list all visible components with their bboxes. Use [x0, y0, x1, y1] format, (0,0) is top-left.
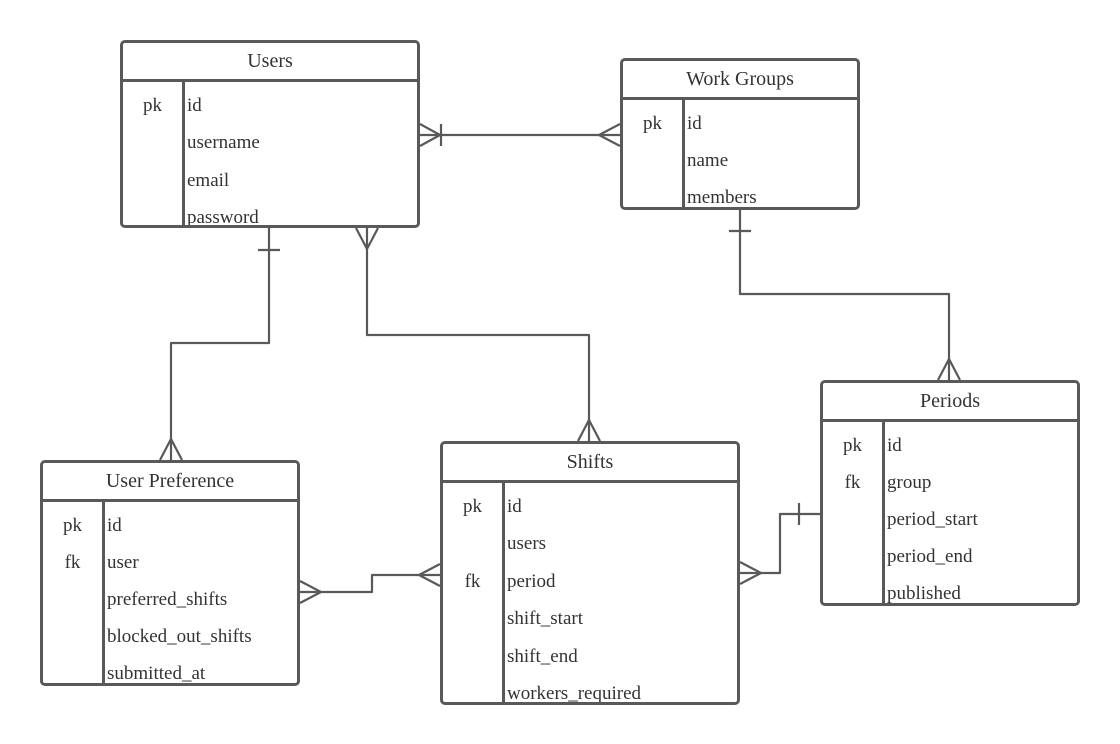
field-name: id — [187, 94, 202, 116]
field-name: shift_end — [507, 645, 578, 667]
field-name: id — [687, 112, 702, 134]
key-column-divider — [623, 100, 685, 207]
entity-row[interactable]: shift_start — [443, 601, 737, 639]
entity-body: pk id name members — [623, 100, 857, 208]
crows-foot-down-icon — [159, 437, 183, 461]
entity-row[interactable]: pk id — [623, 105, 857, 142]
field-name: username — [187, 132, 260, 154]
entity-row[interactable]: shift_end — [443, 638, 737, 676]
key-column-divider — [123, 82, 185, 225]
key-label: pk — [643, 112, 662, 134]
crows-foot-up-icon — [355, 227, 379, 251]
entity-row[interactable]: username — [123, 125, 417, 163]
key-label: fk — [64, 551, 81, 573]
entity-body: pk id fk group period_start period_end p… — [823, 422, 1077, 604]
field-name: user — [107, 551, 139, 573]
entity-row[interactable]: pk id — [823, 427, 1077, 464]
field-name: preferred_shifts — [107, 588, 228, 610]
key-label: pk — [63, 514, 82, 536]
entity-users[interactable]: Users pk id username email password — [120, 40, 420, 228]
field-name: blocked_out_shifts — [107, 625, 252, 647]
field-name: password — [187, 207, 259, 228]
entity-row[interactable]: period_start — [823, 501, 1077, 538]
field-name: workers_required — [507, 683, 642, 705]
rel-userpreference-shifts[interactable] — [299, 563, 441, 604]
rel-shifts-periods[interactable] — [739, 503, 820, 585]
entity-row[interactable]: pk id — [43, 507, 297, 544]
field-name: email — [187, 169, 230, 191]
entity-body: pk id fk user preferred_shifts blocked_o… — [43, 502, 297, 684]
entity-body: pk id username email password — [123, 82, 417, 228]
field-name: users — [507, 533, 547, 555]
rel-users-workgroups[interactable] — [419, 123, 621, 147]
crows-foot-right-icon — [417, 563, 441, 587]
entity-user-preference[interactable]: User Preference pk id fk user preferred_… — [40, 460, 300, 686]
entity-title: Work Groups — [623, 61, 857, 100]
entity-row[interactable]: fk period — [443, 563, 737, 601]
rel-userpreference-shifts-line — [300, 573, 440, 594]
entity-work-groups[interactable]: Work Groups pk id name members — [620, 58, 860, 210]
entity-row[interactable]: blocked_out_shifts — [43, 618, 297, 655]
field-name: period_start — [887, 508, 978, 530]
key-column-divider — [443, 483, 505, 702]
key-label: pk — [143, 94, 162, 116]
entity-shifts[interactable]: Shifts pk id users fk period shift_start… — [440, 441, 740, 705]
entity-row[interactable]: period_end — [823, 538, 1077, 575]
key-label: pk — [463, 495, 482, 517]
entity-title: Shifts — [443, 444, 737, 483]
entity-row[interactable]: password — [123, 200, 417, 228]
field-name: id — [507, 495, 522, 517]
entity-periods[interactable]: Periods pk id fk group period_start peri… — [820, 380, 1080, 606]
entity-title: Periods — [823, 383, 1077, 422]
entity-row[interactable]: workers_required — [443, 676, 737, 705]
key-label: pk — [843, 434, 862, 456]
entity-row[interactable]: fk group — [823, 464, 1077, 501]
rel-workgroups-periods-line — [738, 210, 951, 380]
key-column-divider — [43, 502, 105, 683]
rel-users-shifts[interactable] — [355, 227, 601, 442]
entity-row[interactable]: name — [623, 142, 857, 179]
crows-foot-left-icon — [739, 561, 763, 585]
field-name: members — [687, 186, 757, 208]
key-column-divider — [823, 422, 885, 603]
field-name: published — [887, 582, 961, 604]
field-name: shift_start — [507, 608, 583, 630]
field-name: name — [687, 149, 729, 171]
field-name: period — [507, 570, 556, 592]
field-name: submitted_at — [107, 662, 206, 684]
entity-body: pk id users fk period shift_start shift_… — [443, 483, 737, 705]
rel-users-userpreference-line — [169, 228, 271, 460]
crows-foot-down-icon — [937, 357, 961, 381]
entity-row[interactable]: users — [443, 526, 737, 564]
entity-row[interactable]: submitted_at — [43, 655, 297, 684]
entity-row[interactable]: published — [823, 575, 1077, 604]
rel-users-shifts-line — [365, 228, 591, 441]
entity-title: User Preference — [43, 463, 297, 502]
entity-row[interactable]: pk id — [443, 488, 737, 526]
entity-row[interactable]: preferred_shifts — [43, 581, 297, 618]
field-name: group — [887, 471, 932, 493]
key-label: fk — [844, 471, 861, 493]
field-name: id — [887, 434, 902, 456]
field-name: id — [107, 514, 122, 536]
crows-foot-right-icon — [597, 123, 621, 147]
rel-users-userpreference[interactable] — [159, 228, 280, 461]
rel-workgroups-periods[interactable] — [729, 210, 961, 381]
entity-row[interactable]: fk user — [43, 544, 297, 581]
crows-foot-left-icon — [299, 580, 323, 604]
entity-row[interactable]: email — [123, 162, 417, 200]
key-label: fk — [464, 570, 481, 592]
entity-row[interactable]: members — [623, 179, 857, 208]
rel-shifts-periods-line — [740, 512, 820, 575]
entity-title: Users — [123, 43, 417, 82]
crows-foot-down-icon — [577, 418, 601, 442]
entity-row[interactable]: pk id — [123, 87, 417, 125]
field-name: period_end — [887, 545, 973, 567]
